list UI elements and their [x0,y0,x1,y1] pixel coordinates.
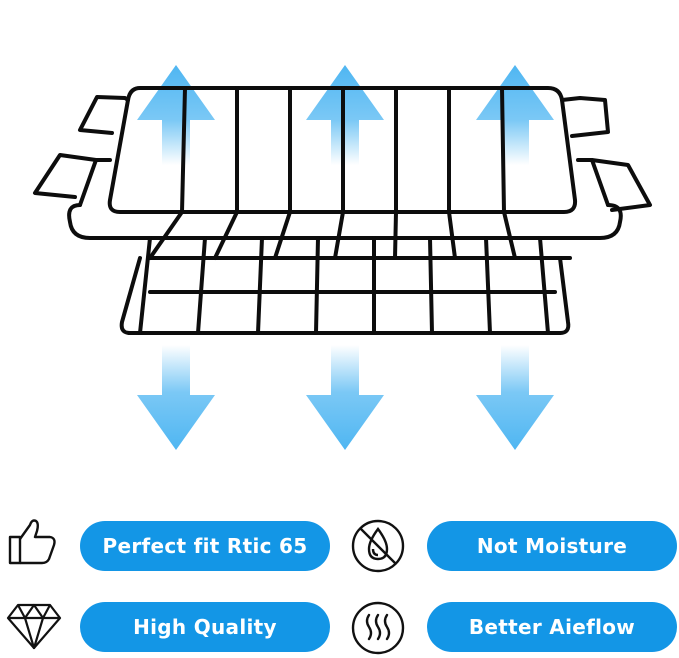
down-arrow-icon [306,345,384,450]
down-arrow-icon [137,345,215,450]
feature-pill-better-airflow: Better Aieflow [427,602,677,652]
up-arrow-icon [137,65,215,165]
airflow-icon [351,601,405,655]
wire-basket [33,86,652,335]
thumbs-up-icon [8,519,56,565]
feature-pill-perfect-fit: Perfect fit Rtic 65 [80,521,330,571]
feature-list: Perfect fit Rtic 65 Not Moisture High Qu… [0,505,679,655]
diamond-icon [6,603,62,650]
basket-illustration [33,65,652,450]
no-moisture-icon [351,519,405,573]
feature-pill-high-quality: High Quality [80,602,330,652]
up-arrow-icon [476,65,554,165]
feature-pill-not-moisture: Not Moisture [427,521,677,571]
down-arrow-icon [476,345,554,450]
